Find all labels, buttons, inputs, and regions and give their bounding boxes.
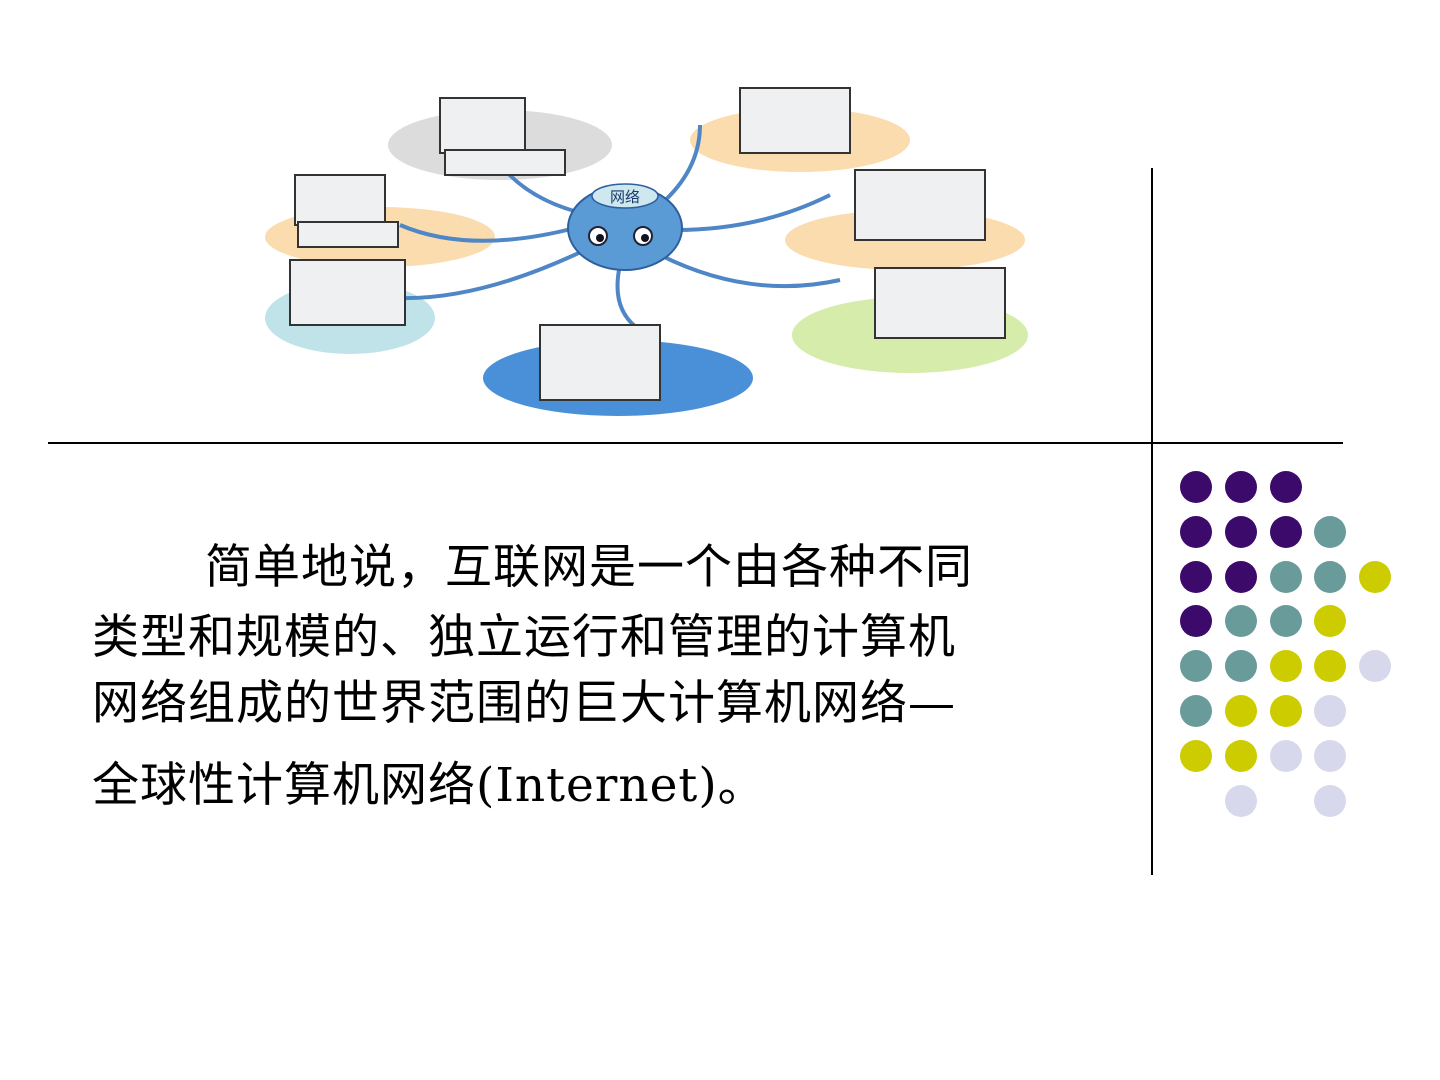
- decorative-dot: [1269, 560, 1302, 593]
- decorative-dot: [1224, 695, 1257, 727]
- decorative-dot: [1314, 695, 1347, 727]
- decorative-dot: [1180, 695, 1212, 727]
- decorative-dot: [1314, 784, 1347, 817]
- decorative-dot: [1269, 695, 1302, 727]
- decorative-dot: [1269, 739, 1302, 772]
- horizontal-divider: [48, 442, 1343, 444]
- computer-icons: [289, 87, 1006, 401]
- network-illustration: 网络: [265, 87, 1028, 416]
- decorative-dot: [1180, 605, 1212, 638]
- decorative-dot: [1224, 471, 1257, 503]
- paragraph-line: 网络组成的世界范围的巨大计算机网络—: [92, 676, 956, 731]
- decorative-dot: [1269, 650, 1302, 683]
- paragraph-line: 简单地说，互联网是一个由各种不同: [205, 540, 973, 595]
- decorative-dot: [1224, 650, 1257, 683]
- decorative-dot: [1359, 560, 1392, 593]
- decorative-dot: [1180, 650, 1212, 683]
- network-hub-character: 网络: [567, 183, 683, 271]
- hub-label: 网络: [610, 188, 640, 206]
- decorative-dot: [1314, 560, 1347, 593]
- decorative-dot: [1314, 650, 1347, 683]
- decorative-dot: [1314, 515, 1347, 548]
- decorative-dot: [1269, 605, 1302, 638]
- decorative-dot: [1180, 560, 1212, 593]
- paragraph-line: 全球性计算机网络(Internet)。: [92, 758, 766, 813]
- decorative-dot: [1314, 739, 1347, 772]
- decorative-dot: [1224, 605, 1257, 638]
- decorative-dot: [1224, 515, 1257, 548]
- decorative-dot: [1180, 515, 1212, 548]
- paragraph-line: 类型和规模的、独立运行和管理的计算机: [92, 610, 956, 665]
- decorative-dot: [1269, 515, 1302, 548]
- vertical-divider: [1151, 168, 1153, 875]
- decorative-dot: [1224, 784, 1257, 817]
- decorative-dot: [1180, 739, 1212, 772]
- decorative-dot: [1224, 560, 1257, 593]
- decorative-dot: [1314, 605, 1347, 638]
- decorative-dot: [1180, 471, 1212, 503]
- decorative-dot: [1359, 650, 1392, 683]
- decorative-dot: [1269, 471, 1302, 503]
- decorative-dot: [1224, 739, 1257, 772]
